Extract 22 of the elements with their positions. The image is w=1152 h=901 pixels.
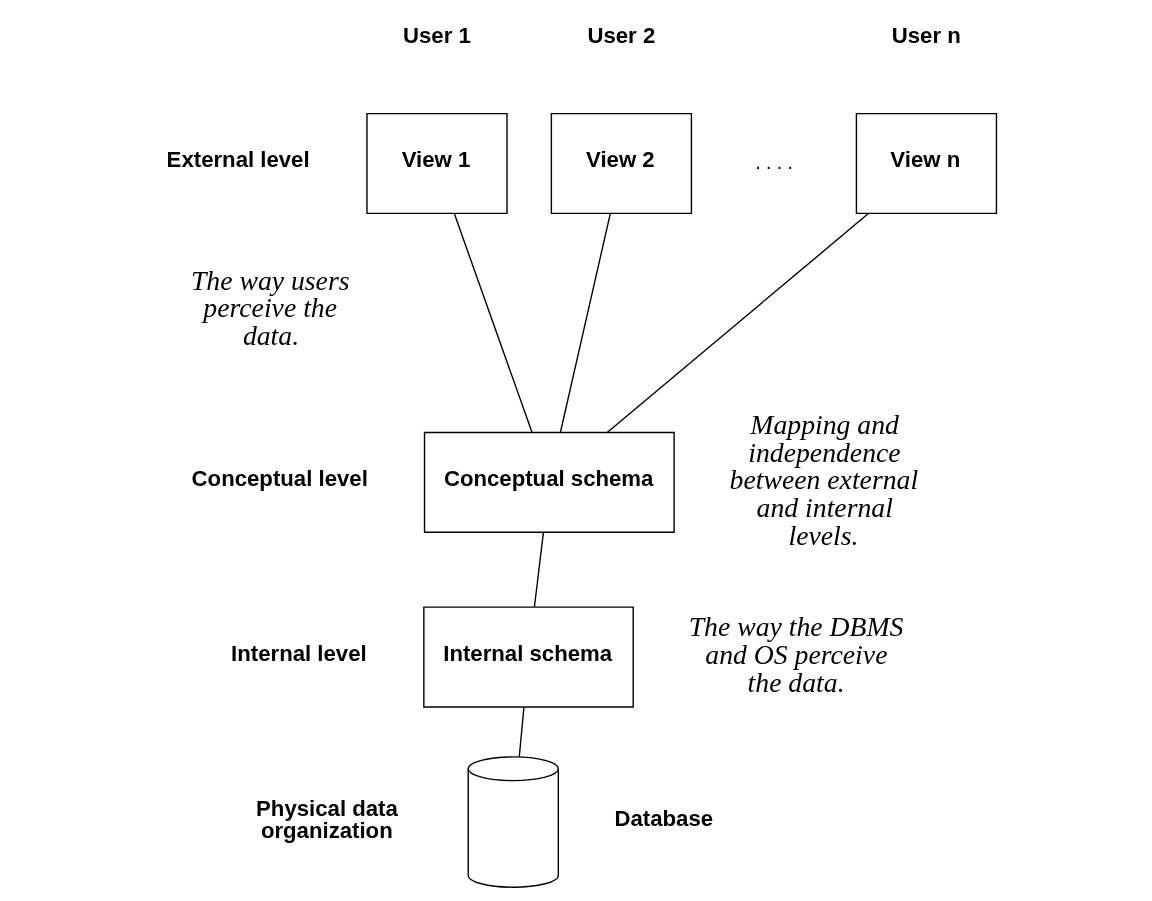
label: Mapping and independence between external and internal levels. [729,408,919,551]
node-box: Internal schema [423,606,634,708]
node-box: Conceptual schema [423,431,675,533]
node-box: View 1 [366,112,508,215]
connector [533,531,545,608]
connector [559,212,611,433]
connector [453,212,533,433]
label: External level [166,147,310,173]
node-label: Database [614,805,714,831]
label: Physical data organization [256,796,398,844]
connector [606,212,870,433]
label: The way the DBMS and OS perceive the data. [688,611,904,698]
node-label: User 2 [587,22,656,48]
label: . . . . [755,150,793,173]
label: Conceptual level [191,466,368,492]
node-box: View n [855,112,998,215]
label: Internal level [231,640,367,666]
node-label: User n [891,22,961,48]
label: The way users perceive the data. [190,264,350,352]
node-box: View 2 [550,112,693,215]
connector [518,706,525,758]
node-label: User 1 [403,22,471,48]
